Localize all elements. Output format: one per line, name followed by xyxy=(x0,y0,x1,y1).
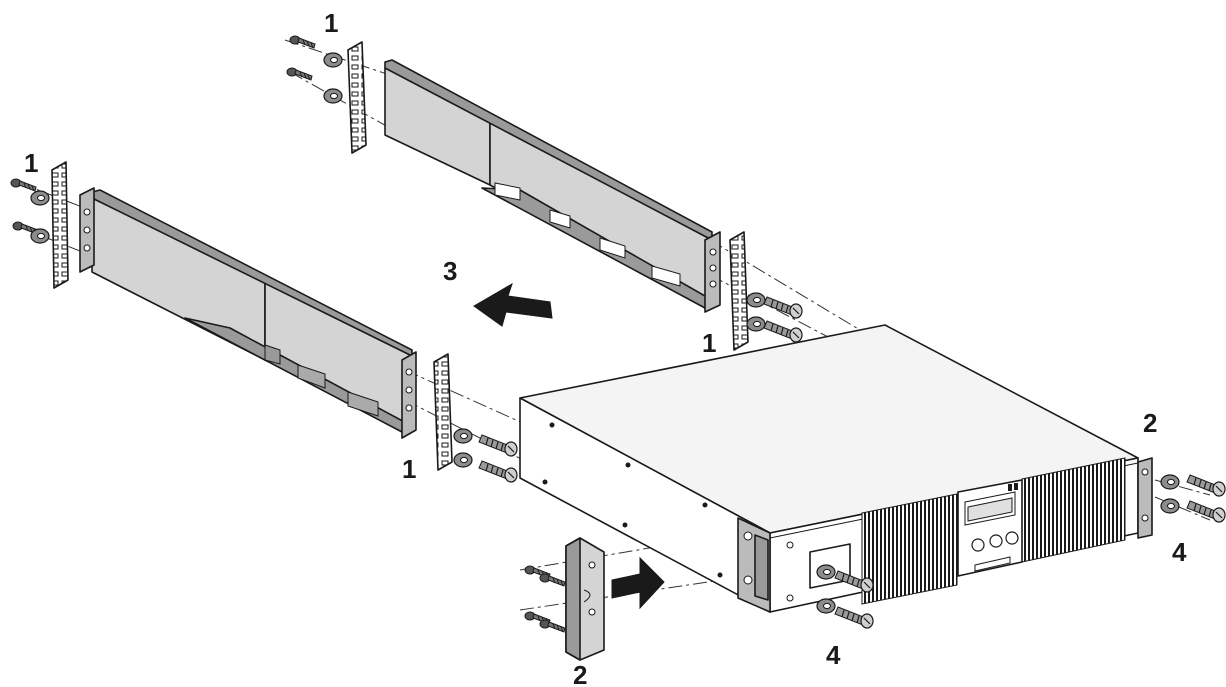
screws-top-right xyxy=(746,292,803,343)
callout-bracket-bottom: 2 xyxy=(573,660,587,687)
screws-top-left xyxy=(286,35,343,104)
left-rack-post-left xyxy=(51,161,69,289)
callout-screws-front: 4 xyxy=(826,640,841,670)
left-rack-rail xyxy=(79,187,417,439)
top-rack-post-left xyxy=(347,41,367,154)
callout-left: 1 xyxy=(24,148,38,178)
left-rack-post-right xyxy=(433,353,453,471)
screws-front-right xyxy=(1160,474,1226,523)
top-rack-rail xyxy=(384,59,721,313)
screws-left xyxy=(10,178,50,244)
callout-top: 1 xyxy=(324,8,338,38)
top-rack-post-right xyxy=(729,231,749,351)
ups-unit xyxy=(519,324,1139,613)
ups-mounted-bracket-right xyxy=(1137,457,1153,539)
callout-bracket-right: 2 xyxy=(1143,408,1157,438)
ups-mounted-bracket-left xyxy=(737,517,771,613)
screws-bracket xyxy=(524,565,566,633)
callout-slide-step: 3 xyxy=(443,256,457,286)
screws-middle xyxy=(453,428,518,483)
loose-mounting-bracket xyxy=(565,537,605,661)
slide-direction-arrow xyxy=(473,282,553,327)
callout-top-right-rail: 1 xyxy=(702,328,716,358)
bracket-push-arrow xyxy=(611,556,665,610)
callout-middle-rail: 1 xyxy=(402,454,416,484)
callout-screws-right: 4 xyxy=(1172,537,1187,567)
